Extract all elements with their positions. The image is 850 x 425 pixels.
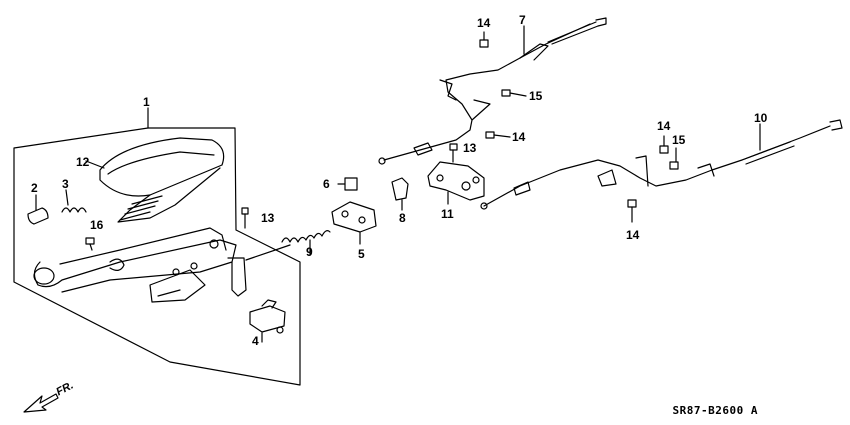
- bolt-15-right: [669, 147, 679, 170]
- diagram-code-text: SR87-B2600: [672, 404, 744, 417]
- bolt-15-upper: [501, 89, 527, 97]
- bolt-14-lower: [627, 199, 637, 223]
- label-part-14-middle: 14: [512, 130, 526, 144]
- spring-small: [61, 207, 87, 213]
- label-part-13-middle: 13: [463, 141, 477, 155]
- label-part-16: 16: [90, 218, 104, 232]
- label-part-14-top: 14: [477, 16, 491, 30]
- label-part-15-upper: 15: [529, 89, 543, 103]
- label-part-11: 11: [441, 207, 454, 221]
- label-part-14-right: 14: [657, 119, 671, 133]
- label-part-13-left: 13: [261, 211, 275, 225]
- label-part-2: 2: [31, 181, 38, 195]
- equalizer-part: [331, 201, 377, 245]
- bolt-16: [85, 237, 95, 251]
- label-part-4: 4: [252, 334, 259, 348]
- spring-9: [281, 230, 331, 243]
- label-part-12: 12: [76, 155, 90, 169]
- bolt-13-middle: [449, 143, 458, 163]
- label-part-6: 6: [323, 177, 330, 191]
- adjuster-part: [249, 299, 286, 343]
- label-part-14-lower: 14: [626, 228, 640, 242]
- diagram-code-suffix: A: [750, 404, 758, 417]
- bolt-14-upper: [479, 31, 489, 48]
- bolt-14-right: [659, 135, 669, 154]
- cable-10: [480, 119, 843, 210]
- part-6: [337, 177, 358, 191]
- label-part-7: 7: [519, 13, 526, 27]
- brake-lever: [33, 227, 291, 303]
- assembly-outline: [13, 127, 301, 386]
- front-arrow: [23, 393, 59, 413]
- bracket-11: [427, 161, 485, 205]
- lever-cover: [85, 137, 225, 223]
- label-part-15-right: 15: [672, 133, 686, 147]
- label-part-1: 1: [143, 95, 150, 109]
- bolt-14-mid: [485, 131, 511, 139]
- part-8: [391, 177, 409, 211]
- label-part-3: 3: [62, 177, 69, 191]
- label-part-5: 5: [358, 247, 365, 261]
- label-part-9: 9: [306, 245, 313, 259]
- label-part-8: 8: [399, 211, 406, 225]
- bolt-13-left: [241, 207, 249, 229]
- diagram-code: SR87-B2600 A: [673, 404, 758, 417]
- label-part-10: 10: [754, 111, 768, 125]
- cable-7: [378, 17, 607, 165]
- pin-part: [27, 194, 49, 225]
